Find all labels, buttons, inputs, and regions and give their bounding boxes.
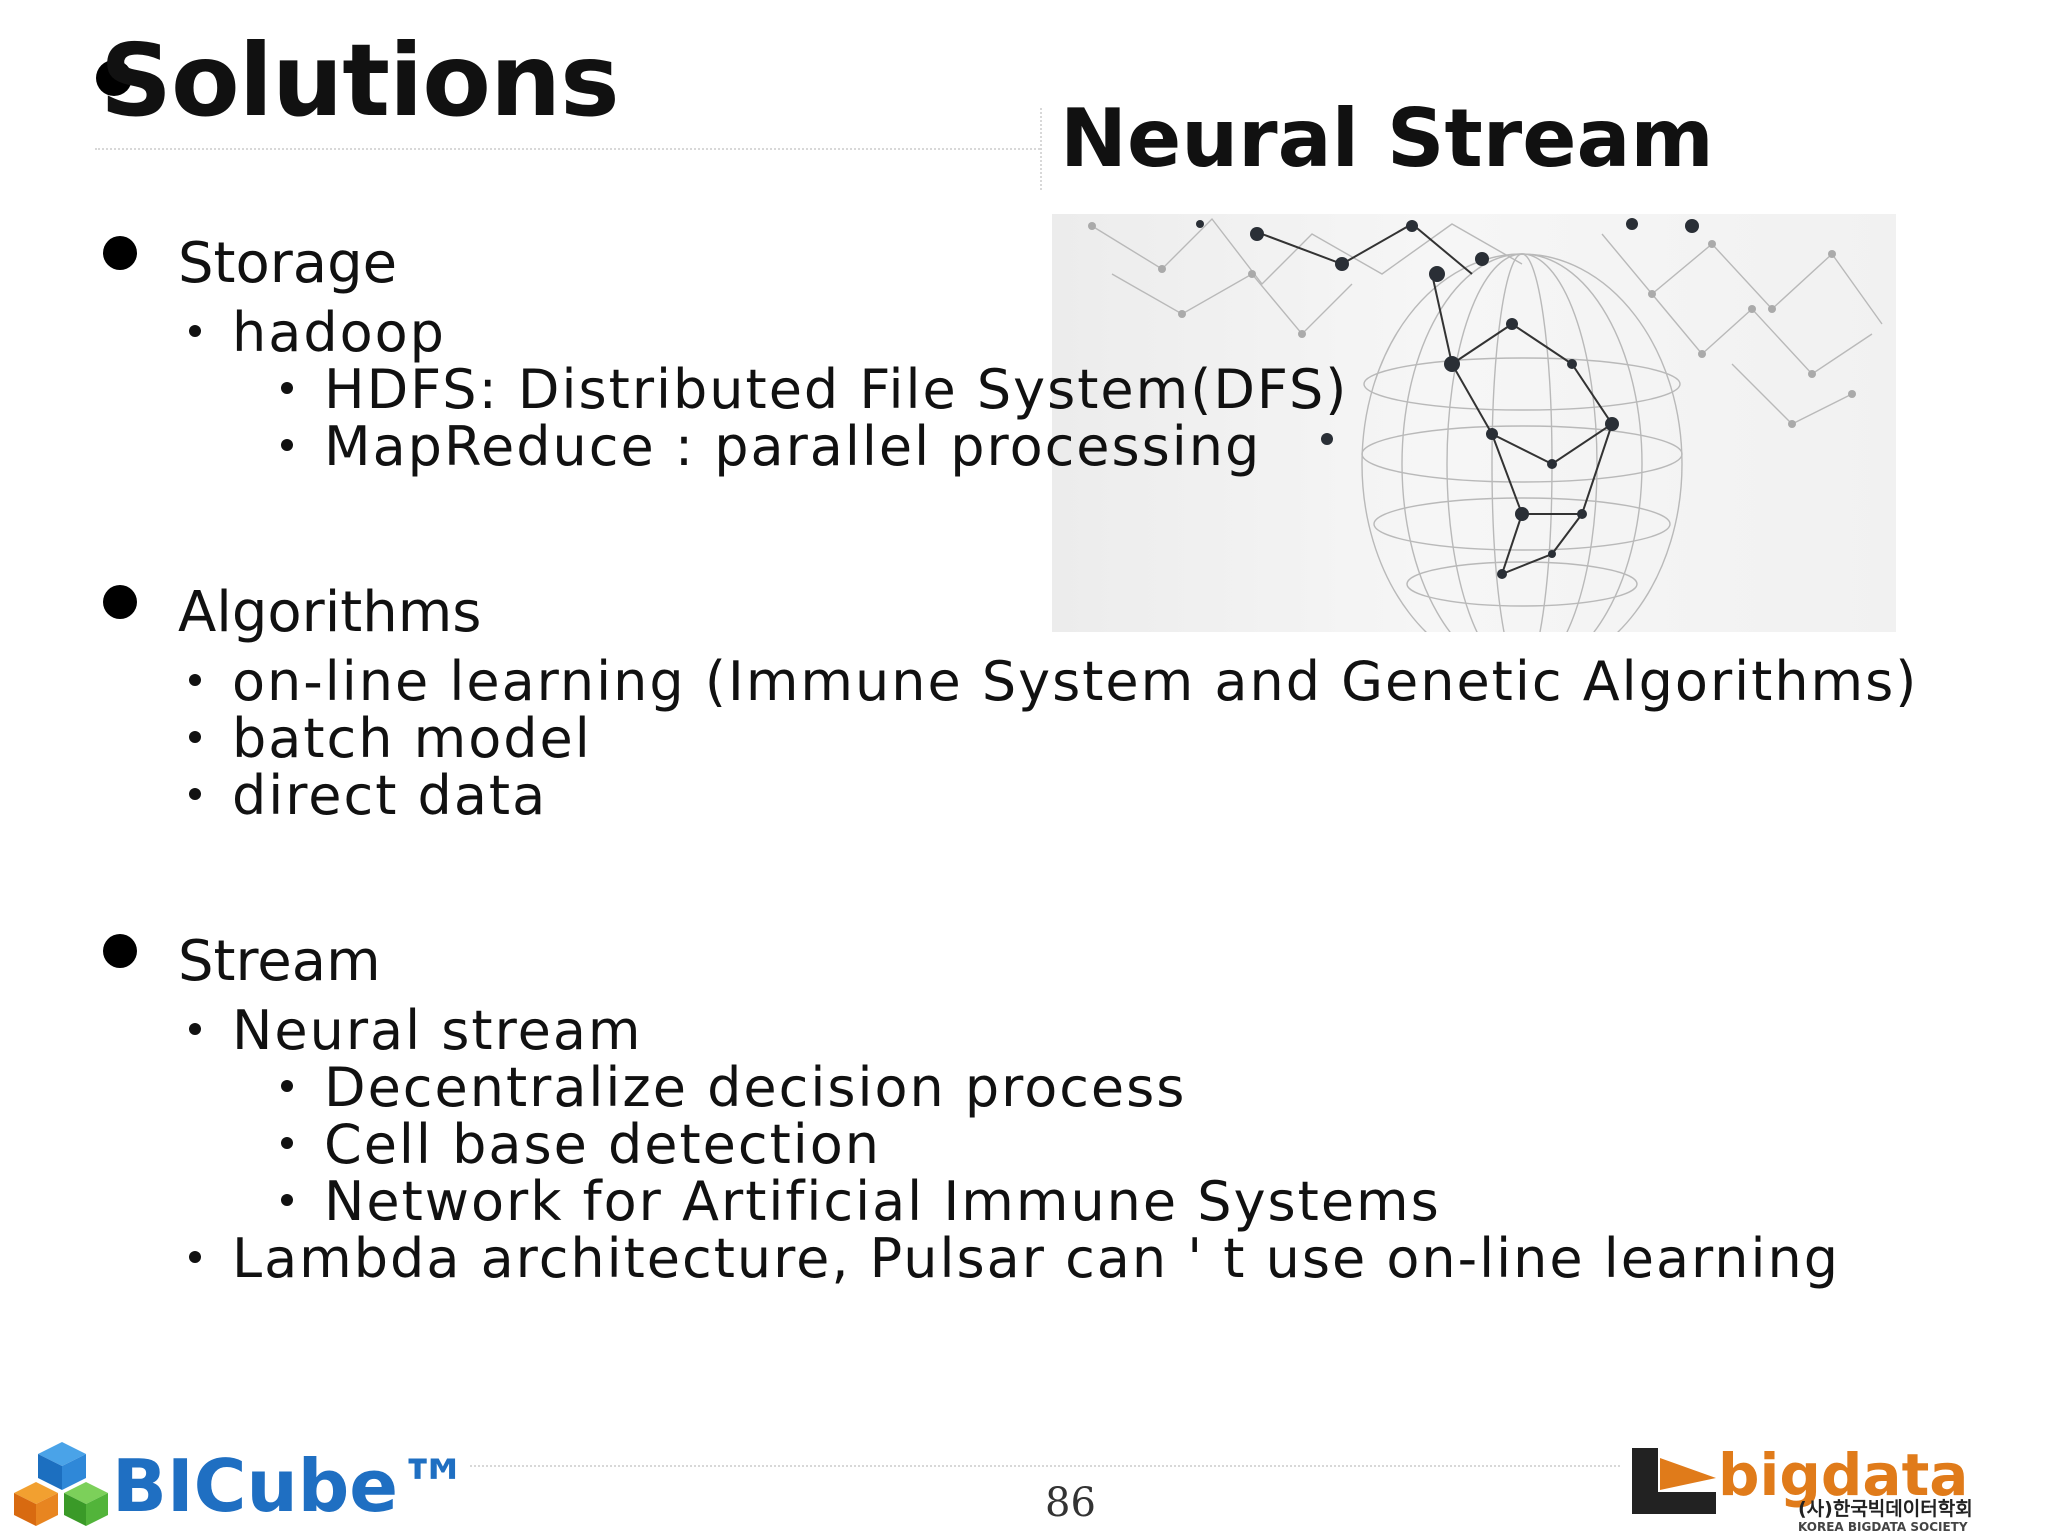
subitem-bullet	[281, 1080, 293, 1092]
image-title: Neural Stream	[1060, 92, 1714, 185]
bicube-logo-icon	[14, 1438, 110, 1530]
item-direct-data: direct data	[232, 764, 548, 827]
subitem-cell-base: Cell base detection	[324, 1113, 882, 1176]
section-bullet	[103, 236, 137, 270]
section-heading-algorithms: Algorithms	[178, 580, 482, 645]
title-bullet	[96, 60, 132, 96]
subitem-bullet	[281, 439, 293, 451]
item-hadoop: hadoop	[232, 301, 446, 364]
section-heading-stream: Stream	[178, 929, 381, 994]
item-lambda: Lambda architecture, Pulsar can ' t use …	[232, 1227, 1841, 1290]
section-bullet	[103, 934, 137, 968]
slide-title: Solutions	[100, 22, 620, 139]
subitem-bullet	[281, 382, 293, 394]
item-bullet	[189, 731, 201, 743]
item-bullet	[189, 674, 201, 686]
item-neural-stream: Neural stream	[232, 999, 643, 1062]
item-bullet	[189, 325, 201, 337]
item-bullet	[189, 788, 201, 800]
subitem-network-ais: Network for Artificial Immune Systems	[324, 1170, 1441, 1233]
subitem-hdfs: HDFS: Distributed File System(DFS)	[324, 358, 1349, 421]
neural-network-image	[1052, 214, 1896, 632]
bigdata-logo-korean: (사)한국빅데이터학회	[1798, 1498, 1973, 1520]
bigdata-logo-english: KOREA BIGDATA SOCIETY	[1798, 1520, 1968, 1534]
vertical-divider	[1040, 108, 1042, 190]
bigdata-logo-text: bigdata	[1718, 1441, 1969, 1509]
bicube-logo-text: BICube™	[112, 1444, 471, 1528]
item-batch-model: batch model	[232, 707, 592, 770]
section-bullet	[103, 585, 137, 619]
item-bullet	[189, 1251, 201, 1263]
subitem-bullet	[281, 1137, 293, 1149]
subitem-bullet	[281, 1194, 293, 1206]
title-divider	[95, 148, 1040, 150]
item-bullet	[189, 1023, 201, 1035]
page-number: 86	[1045, 1480, 1096, 1526]
bigdata-logo-icon	[1632, 1448, 1716, 1518]
footer-divider	[470, 1465, 1620, 1467]
section-heading-storage: Storage	[178, 231, 398, 296]
subitem-decentralize: Decentralize decision process	[324, 1056, 1187, 1119]
item-online-learning: on-line learning (Immune System and Gene…	[232, 650, 1919, 713]
subitem-mapreduce: MapReduce : parallel processing	[324, 415, 1262, 478]
